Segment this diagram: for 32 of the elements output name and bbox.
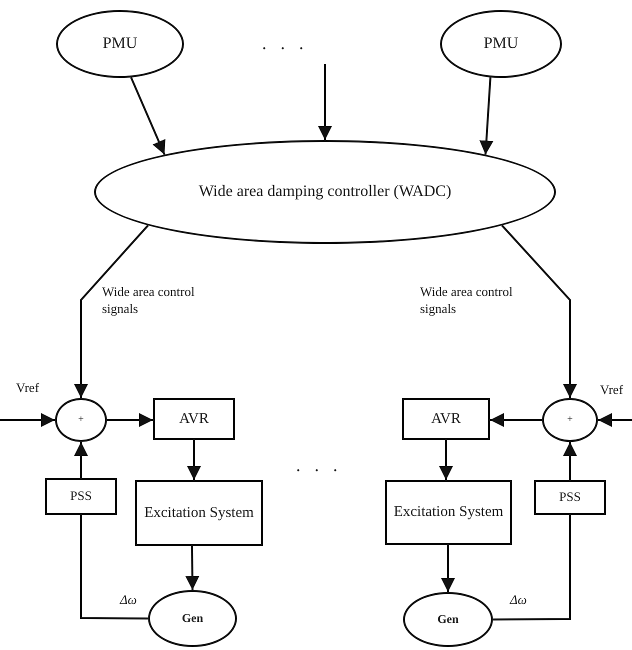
ellipse-node: Wide area damping controller (WADC) — [94, 140, 556, 244]
arrow — [490, 413, 542, 427]
arrow — [479, 77, 494, 155]
arrow — [74, 442, 88, 478]
arrow — [318, 64, 332, 140]
ellipse-node: PMU — [440, 10, 562, 78]
process-box: PSS — [45, 478, 117, 515]
ellipsis-text: ... — [296, 456, 352, 474]
arrow — [563, 442, 577, 480]
arrow — [185, 546, 200, 590]
arrow — [187, 440, 201, 480]
connector-line — [493, 515, 571, 620]
process-box: AVR — [402, 398, 490, 440]
summing-junction: + — [55, 398, 107, 442]
arrow — [130, 77, 166, 155]
arrow — [439, 440, 453, 480]
process-box: PSS — [534, 480, 606, 515]
process-box: AVR — [153, 398, 235, 440]
arrow — [598, 413, 632, 427]
arrow — [0, 413, 55, 427]
arrow — [501, 224, 577, 398]
ellipse-node: PMU — [56, 10, 184, 78]
ellipsis-text: ... — [262, 34, 318, 52]
process-box: Excitation System — [135, 480, 263, 546]
summing-junction: + — [542, 398, 598, 442]
ellipse-node: Gen — [403, 592, 493, 647]
connector-line — [80, 515, 148, 620]
ellipse-node: Gen — [148, 590, 237, 647]
arrow — [107, 413, 153, 427]
arrow — [74, 224, 149, 398]
arrow — [441, 545, 455, 592]
process-box: Excitation System — [385, 480, 512, 545]
